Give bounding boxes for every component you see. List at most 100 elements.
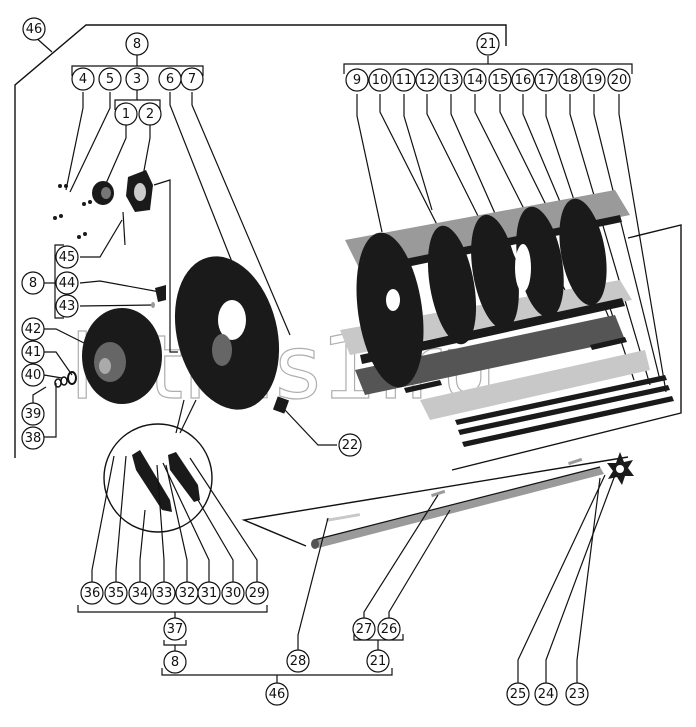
callout-17: 17 <box>534 68 558 92</box>
callout-circle <box>338 433 362 457</box>
callout-31: 31 <box>197 581 221 605</box>
callout-circle <box>125 67 149 91</box>
callout-label: 16 <box>515 73 532 88</box>
callout-label: 43 <box>59 299 76 314</box>
callout-circle <box>114 102 138 126</box>
callout-8: 8 <box>125 32 149 56</box>
callout-circle <box>286 649 310 673</box>
callout-29: 29 <box>245 581 269 605</box>
callout-12: 12 <box>415 68 439 92</box>
callout-circle <box>558 68 582 92</box>
callout-circle <box>582 68 606 92</box>
callout-label: 5 <box>106 72 114 87</box>
callout-41: 41 <box>21 340 45 364</box>
callout-22: 22 <box>338 433 362 457</box>
callout-46: 46 <box>265 682 289 706</box>
callout-8: 8 <box>163 650 187 674</box>
callout-5: 5 <box>98 67 122 91</box>
leaders-shaft <box>161 474 616 683</box>
callout-11: 11 <box>392 68 416 92</box>
callout-18: 18 <box>558 68 582 92</box>
leaders-pulley <box>32 328 89 438</box>
callout-46: 46 <box>22 17 46 41</box>
threshing-drum <box>340 190 674 447</box>
callout-circle <box>534 682 558 706</box>
callout-label: 33 <box>156 586 173 601</box>
callout-label: 3 <box>133 72 141 87</box>
callout-label: 10 <box>372 73 389 88</box>
frame-rasp-bars <box>451 224 682 471</box>
callout-circle <box>392 68 416 92</box>
rasp-bars <box>404 337 674 447</box>
callout-circle <box>21 271 45 295</box>
callout-circle <box>366 649 390 673</box>
callout-label: 18 <box>562 73 579 88</box>
callout-14: 14 <box>463 68 487 92</box>
callout-circle <box>197 581 221 605</box>
callout-39: 39 <box>21 402 45 426</box>
drive-pulley <box>54 308 162 404</box>
callout-label: 12 <box>419 73 436 88</box>
bracket-8-left <box>44 179 178 353</box>
bearing-housing <box>53 170 166 308</box>
callout-label: 8 <box>171 655 179 670</box>
callout-circle <box>565 682 589 706</box>
callout-circle <box>439 68 463 92</box>
callout-circle <box>265 682 289 706</box>
callout-7: 7 <box>180 67 204 91</box>
callout-circle <box>22 17 46 41</box>
callout-circle <box>463 68 487 92</box>
callout-label: 30 <box>225 586 242 601</box>
star-sprocket <box>607 452 634 485</box>
callout-circle <box>125 32 149 56</box>
callout-circle <box>607 68 631 92</box>
callout-circle <box>104 581 128 605</box>
callout-label: 4 <box>79 72 87 87</box>
callout-circle <box>21 363 45 387</box>
callout-label: 22 <box>342 438 359 453</box>
callout-label: 13 <box>443 73 460 88</box>
callout-label: 29 <box>249 586 266 601</box>
callout-4: 4 <box>71 67 95 91</box>
callout-label: 40 <box>25 368 42 383</box>
callout-label: 27 <box>356 622 373 637</box>
callout-circle <box>21 402 45 426</box>
callout-label: 34 <box>132 586 149 601</box>
callout-label: 25 <box>510 687 527 702</box>
callout-circle <box>21 317 45 341</box>
callout-circle <box>163 650 187 674</box>
callout-40: 40 <box>21 363 45 387</box>
callout-label: 32 <box>179 586 196 601</box>
callout-label: 31 <box>201 586 218 601</box>
callout-21: 21 <box>476 32 500 56</box>
callout-circle <box>152 581 176 605</box>
callout-23: 23 <box>565 682 589 706</box>
bracket-21-top <box>343 56 633 74</box>
callout-circle <box>180 67 204 91</box>
callout-38: 38 <box>21 426 45 450</box>
callout-20: 20 <box>607 68 631 92</box>
callout-label: 6 <box>166 72 174 87</box>
callout-label: 15 <box>492 73 509 88</box>
callout-13: 13 <box>439 68 463 92</box>
callout-label: 21 <box>370 654 387 669</box>
callout-label: 35 <box>108 586 125 601</box>
callout-circle <box>128 581 152 605</box>
drum-end-disc <box>174 256 290 414</box>
callout-label: 41 <box>25 345 42 360</box>
callout-circle <box>221 581 245 605</box>
callout-label: 24 <box>538 687 555 702</box>
callout-label: 46 <box>269 687 286 702</box>
callout-label: 2 <box>146 107 154 122</box>
callout-circle <box>21 426 45 450</box>
callout-30: 30 <box>221 581 245 605</box>
callout-9: 9 <box>345 68 369 92</box>
callout-circle <box>55 294 79 318</box>
callout-21: 21 <box>366 649 390 673</box>
callout-27: 27 <box>352 617 376 641</box>
callout-circle <box>138 102 162 126</box>
callout-10: 10 <box>368 68 392 92</box>
callout-8: 8 <box>21 271 45 295</box>
